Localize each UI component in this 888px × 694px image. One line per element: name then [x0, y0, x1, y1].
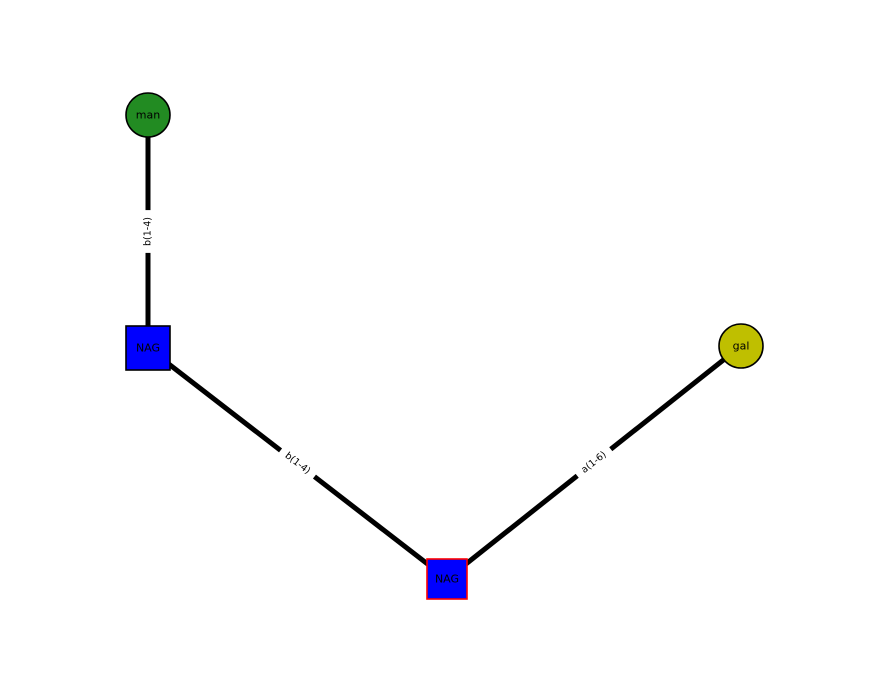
node-gal: gal [718, 323, 764, 369]
edge-label-bg [573, 444, 615, 481]
edge-label-bg [276, 445, 319, 482]
node-shape-square [426, 558, 468, 600]
node-shape-circle [125, 92, 171, 138]
node-shape-square [125, 325, 171, 371]
edge-label-bg [141, 210, 155, 253]
edge-label-group: b(1-4) [276, 445, 319, 482]
node-shape-circle [718, 323, 764, 369]
node-nag1: NAG [125, 325, 171, 371]
node-nag2: NAG [426, 558, 468, 600]
edge-label-group: b(1-4) [141, 210, 155, 253]
node-man: man [125, 92, 171, 138]
edge-label-group: a(1-6) [573, 444, 615, 481]
